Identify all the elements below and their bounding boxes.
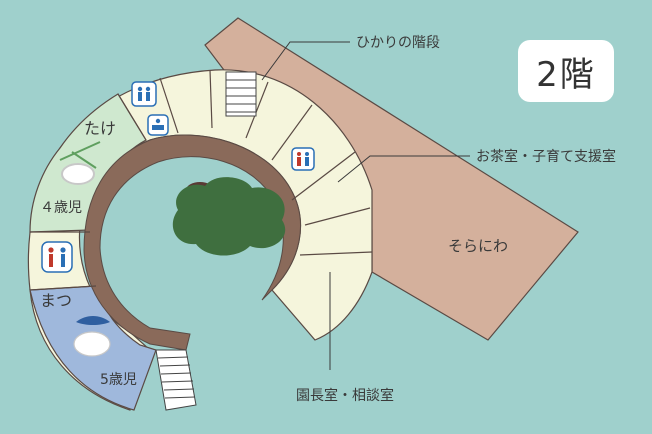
toilet-icon	[131, 81, 157, 107]
bamboo-icon	[59, 141, 101, 185]
tea-room-label: お茶室・子育て支援室	[476, 148, 616, 165]
toilet-icon	[291, 147, 315, 171]
pine-icon	[73, 316, 111, 357]
toilet-icon	[41, 241, 73, 273]
stairs-top[interactable]	[225, 71, 257, 117]
courtyard-tree	[172, 177, 286, 256]
age4-label: ４歳児	[40, 200, 82, 216]
stairs-bottom[interactable]	[155, 349, 197, 411]
age5-label: 5歳児	[100, 372, 137, 388]
matsu-room-label: まつ	[40, 291, 72, 310]
leader-lines	[261, 41, 470, 370]
room-dividers	[29, 69, 373, 291]
director-room-label: 園長室・相談室	[296, 387, 394, 404]
floor-badge: 2階	[518, 40, 614, 102]
corridor	[83, 134, 301, 351]
sky-garden-label: そらにわ	[448, 237, 508, 255]
take-room-label: たけ	[84, 119, 116, 138]
baby-changing-icon	[147, 114, 169, 136]
stairs-label: ひかりの階段	[356, 35, 440, 51]
